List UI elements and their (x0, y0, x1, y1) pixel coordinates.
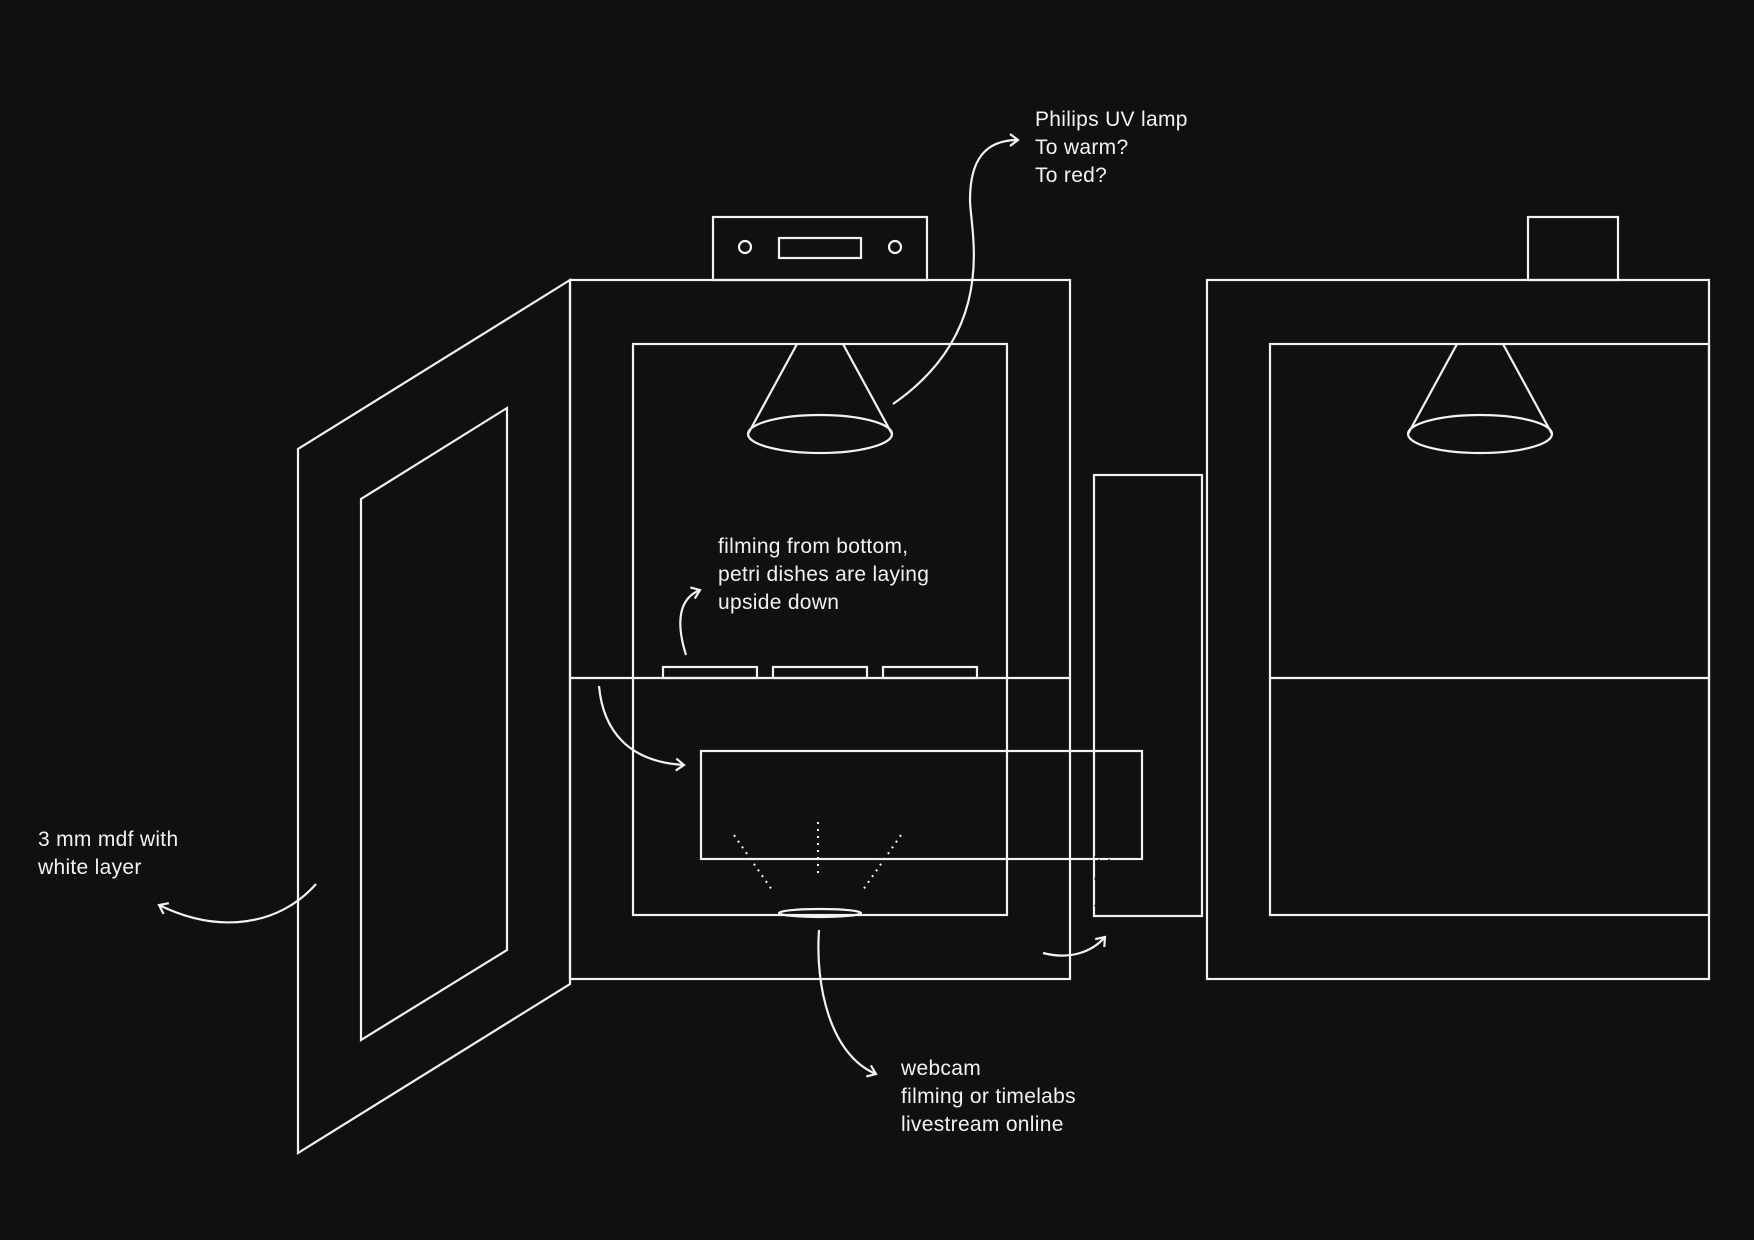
isolation-panel (1092, 473, 1204, 918)
filming-arrow (679, 586, 702, 656)
knob-right (887, 239, 903, 255)
inner-chamber (631, 342, 1009, 917)
filming-label-2: petri dishes are laying (718, 563, 929, 586)
isolation-label: isolation (1092, 831, 1115, 908)
petri-dish (881, 665, 979, 680)
webcam-icon (733, 822, 902, 919)
door-window (359, 406, 509, 1042)
shelf-label-1: transparant (703, 753, 809, 776)
shelf-label-2: shelf (703, 779, 748, 802)
mdf-label-2: white layer (37, 856, 142, 879)
transparent-shelf (699, 749, 1144, 861)
control-panel (1526, 215, 1620, 282)
knob-left (737, 239, 753, 255)
petri-dishes (661, 665, 979, 680)
webcam-label-1: webcam (900, 1057, 981, 1080)
open-door (296, 278, 572, 1155)
webcam-arrow (817, 929, 878, 1078)
uv-lamp-icon (746, 343, 894, 455)
mdf-arrow (157, 883, 317, 924)
right-incubator (1205, 215, 1711, 981)
isolation-arrow (1042, 935, 1107, 957)
webcam-label-3: livestream online (901, 1113, 1064, 1136)
shelf-arrow (597, 685, 686, 772)
filming-label-1: filming from bottom, (718, 535, 908, 558)
cabinet-body (1205, 278, 1711, 981)
petri-dish (661, 665, 759, 680)
filming-label-3: upside down (718, 591, 839, 614)
control-panel (711, 215, 929, 282)
petri-dish (771, 665, 869, 680)
left-incubator (296, 215, 1144, 1155)
cabinet-body (568, 278, 1072, 981)
uv-lamp-arrow (892, 133, 1020, 405)
uv-lamp-label-2: To warm? (1035, 136, 1128, 159)
uv-lamp-label-1: Philips UV lamp (1035, 108, 1188, 131)
uv-lamp-label-3: To red? (1035, 164, 1107, 187)
webcam-label-2: filming or timelabs (901, 1085, 1076, 1108)
display-slot (777, 236, 863, 260)
uv-lamp-icon (1406, 343, 1554, 455)
inner-chamber (1268, 342, 1711, 917)
mdf-label-1: 3 mm mdf with (38, 828, 178, 851)
